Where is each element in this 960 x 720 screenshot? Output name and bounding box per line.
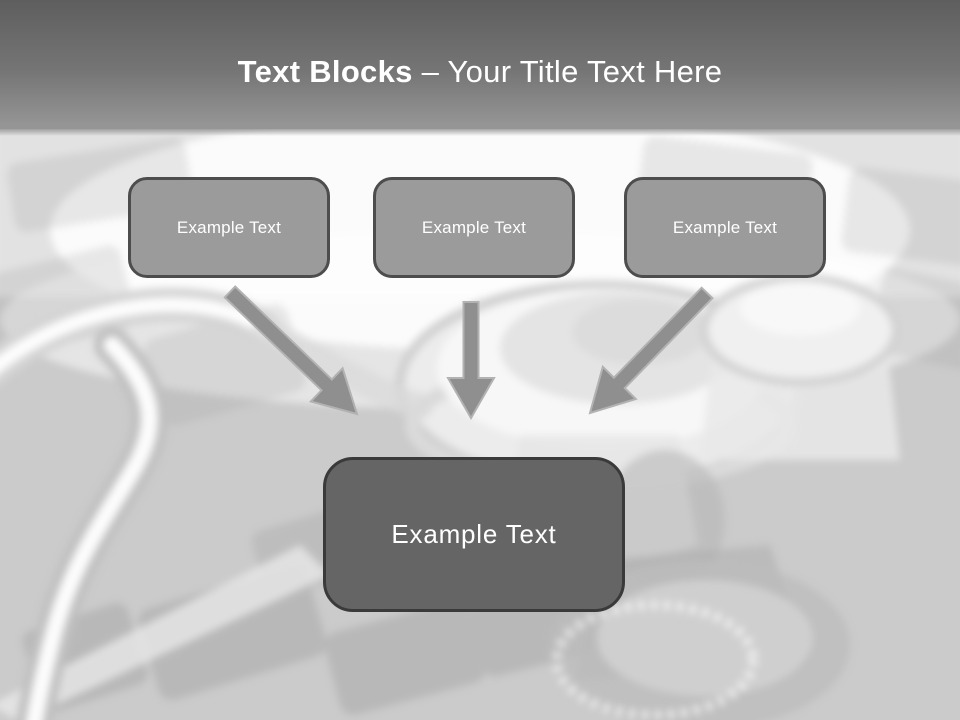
text-block-2: Example Text xyxy=(373,177,575,278)
text-block-1: Example Text xyxy=(128,177,330,278)
page-title: Text Blocks – Your Title Text Here xyxy=(0,54,960,90)
page-title-regular: – Your Title Text Here xyxy=(421,54,723,89)
stethoscope-bell xyxy=(700,274,900,460)
center-text-block-label: Example Text xyxy=(391,519,557,549)
stethoscope-diaphragm xyxy=(550,545,850,720)
title-bar: Text Blocks – Your Title Text Here xyxy=(0,0,960,136)
text-block-3: Example Text xyxy=(624,177,826,278)
text-block-3-label: Example Text xyxy=(672,217,778,237)
text-block-2-label: Example Text xyxy=(421,217,527,237)
page-title-bold: Text Blocks xyxy=(237,54,413,89)
text-block-1-label: Example Text xyxy=(176,217,282,237)
center-text-block: Example Text xyxy=(323,457,625,612)
